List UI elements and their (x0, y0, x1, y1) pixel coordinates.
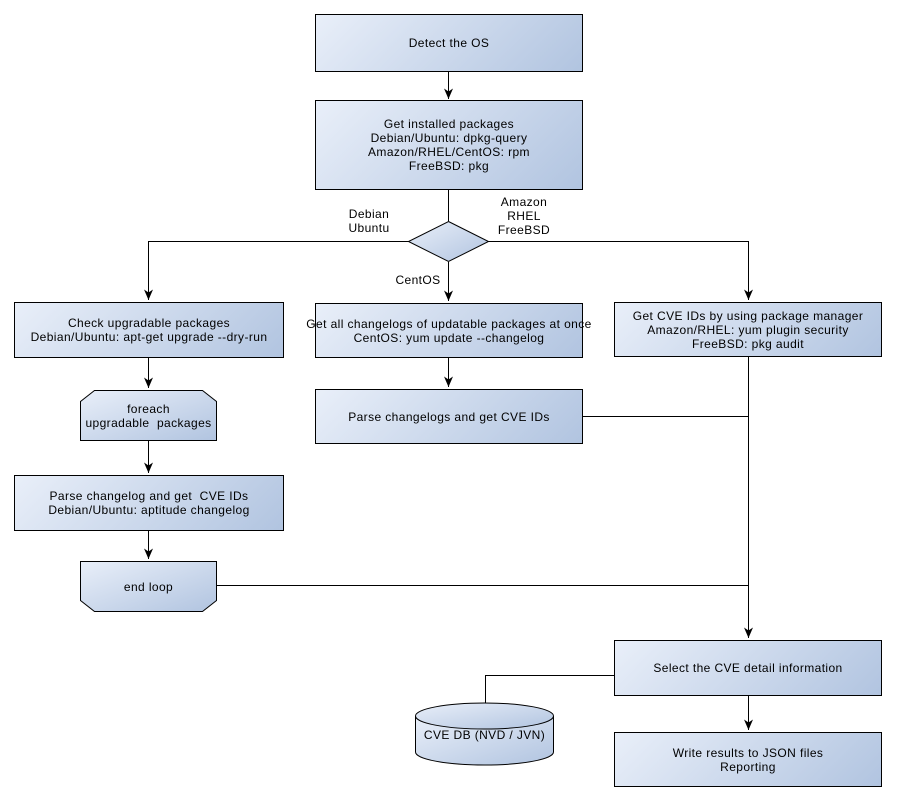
end-loop-label: end loop (123, 579, 174, 594)
node-get-all-changelogs: Get all changelogs of updatable packages… (306, 303, 591, 358)
edge-decision-to-check-upgradable (144, 241, 409, 300)
node-select-cve-detail: Select the CVE detail information (614, 640, 882, 696)
node-detect-os: Detect the OS (315, 14, 583, 72)
node-get-cve-ids-package-manager: Get CVE IDs by using package manager Ama… (614, 302, 882, 357)
cve-db-label-box: CVE DB (NVD / JVN) (415, 707, 554, 763)
foreach-loop-label: foreach upgradable packages (85, 401, 212, 430)
os-decision-diamond (407, 220, 490, 263)
end-loop-shape (80, 561, 217, 612)
node-check-upgradable-packages-label: Check upgradable packages Debian/Ubuntu:… (30, 316, 268, 344)
node-parse-changelog-debian-label: Parse changelog and get CVE IDs Debian/U… (48, 489, 250, 517)
node-select-cve-detail-label: Select the CVE detail information (653, 661, 843, 675)
node-parse-changelogs-centos: Parse changelogs and get CVE IDs (315, 389, 583, 444)
node-get-all-changelogs-label: Get all changelogs of updatable packages… (306, 316, 592, 345)
edge-cvedb-to-select (485, 675, 614, 703)
node-write-results-label: Write results to JSON files Reporting (672, 745, 824, 774)
cve-db-cylinder (415, 702, 554, 766)
node-parse-changelogs-centos-label: Parse changelogs and get CVE IDs (348, 409, 550, 424)
node-detect-os-label: Detect the OS (408, 36, 490, 50)
foreach-loop-label-box: foreach upgradable packages (80, 390, 217, 441)
node-check-upgradable-packages: Check upgradable packages Debian/Ubuntu:… (14, 302, 284, 358)
node-write-results: Write results to JSON files Reporting (614, 732, 882, 787)
foreach-loop-shape (80, 390, 217, 441)
cve-db-label: CVE DB (NVD / JVN) (423, 728, 546, 742)
node-parse-changelog-debian: Parse changelog and get CVE IDs Debian/U… (14, 475, 284, 531)
edge-decision-to-get-cve-ids (488, 241, 753, 300)
node-get-installed-packages: Get installed packages Debian/Ubuntu: dp… (315, 100, 583, 190)
branch-label-amazon-rhel-freebsd: Amazon RHEL FreeBSD (497, 195, 551, 237)
node-get-installed-packages-label: Get installed packages Debian/Ubuntu: dp… (368, 117, 530, 173)
cylinder-body (415, 716, 554, 766)
end-loop-label-box: end loop (80, 561, 217, 612)
branch-label-centos: CentOS (395, 273, 441, 287)
branch-label-debian-ubuntu: Debian Ubuntu (348, 207, 390, 235)
node-get-cve-ids-package-manager-label: Get CVE IDs by using package manager Ama… (632, 308, 864, 351)
cylinder-top (415, 702, 554, 730)
